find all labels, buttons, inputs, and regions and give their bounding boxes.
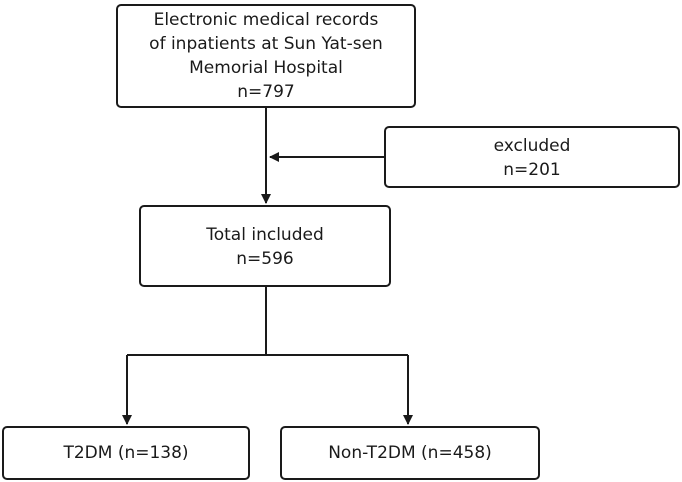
source-line-1: Electronic medical records (153, 10, 379, 30)
t2dm-label: T2DM (n=138) (63, 443, 189, 463)
non-t2dm-label: Non-T2DM (n=458) (328, 443, 492, 463)
source-count: n=797 (237, 82, 295, 102)
excluded-label: excluded (493, 136, 571, 156)
source-records-box: Electronic medical records of inpatients… (116, 4, 416, 108)
source-line-2: of inpatients at Sun Yat-sen (149, 34, 383, 54)
total-label: Total included (206, 225, 324, 245)
non-t2dm-group-box: Non-T2DM (n=458) (280, 426, 540, 480)
excluded-count: n=201 (503, 160, 561, 180)
t2dm-group-box: T2DM (n=138) (2, 426, 250, 480)
source-line-3: Memorial Hospital (189, 58, 343, 78)
total-included-box: Total included n=596 (139, 205, 391, 287)
total-count: n=596 (236, 249, 294, 269)
excluded-box: excluded n=201 (384, 126, 680, 188)
